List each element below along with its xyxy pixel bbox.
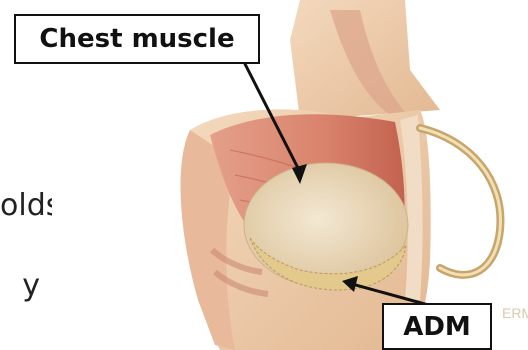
- adm-label: ADM: [382, 303, 492, 350]
- chest-muscle-label: Chest muscle: [14, 14, 260, 64]
- drain-tube: [420, 128, 500, 275]
- adm-label-text: ADM: [403, 312, 471, 342]
- chest-muscle-label-text: Chest muscle: [39, 24, 234, 54]
- watermark-text: ERM: [502, 305, 528, 321]
